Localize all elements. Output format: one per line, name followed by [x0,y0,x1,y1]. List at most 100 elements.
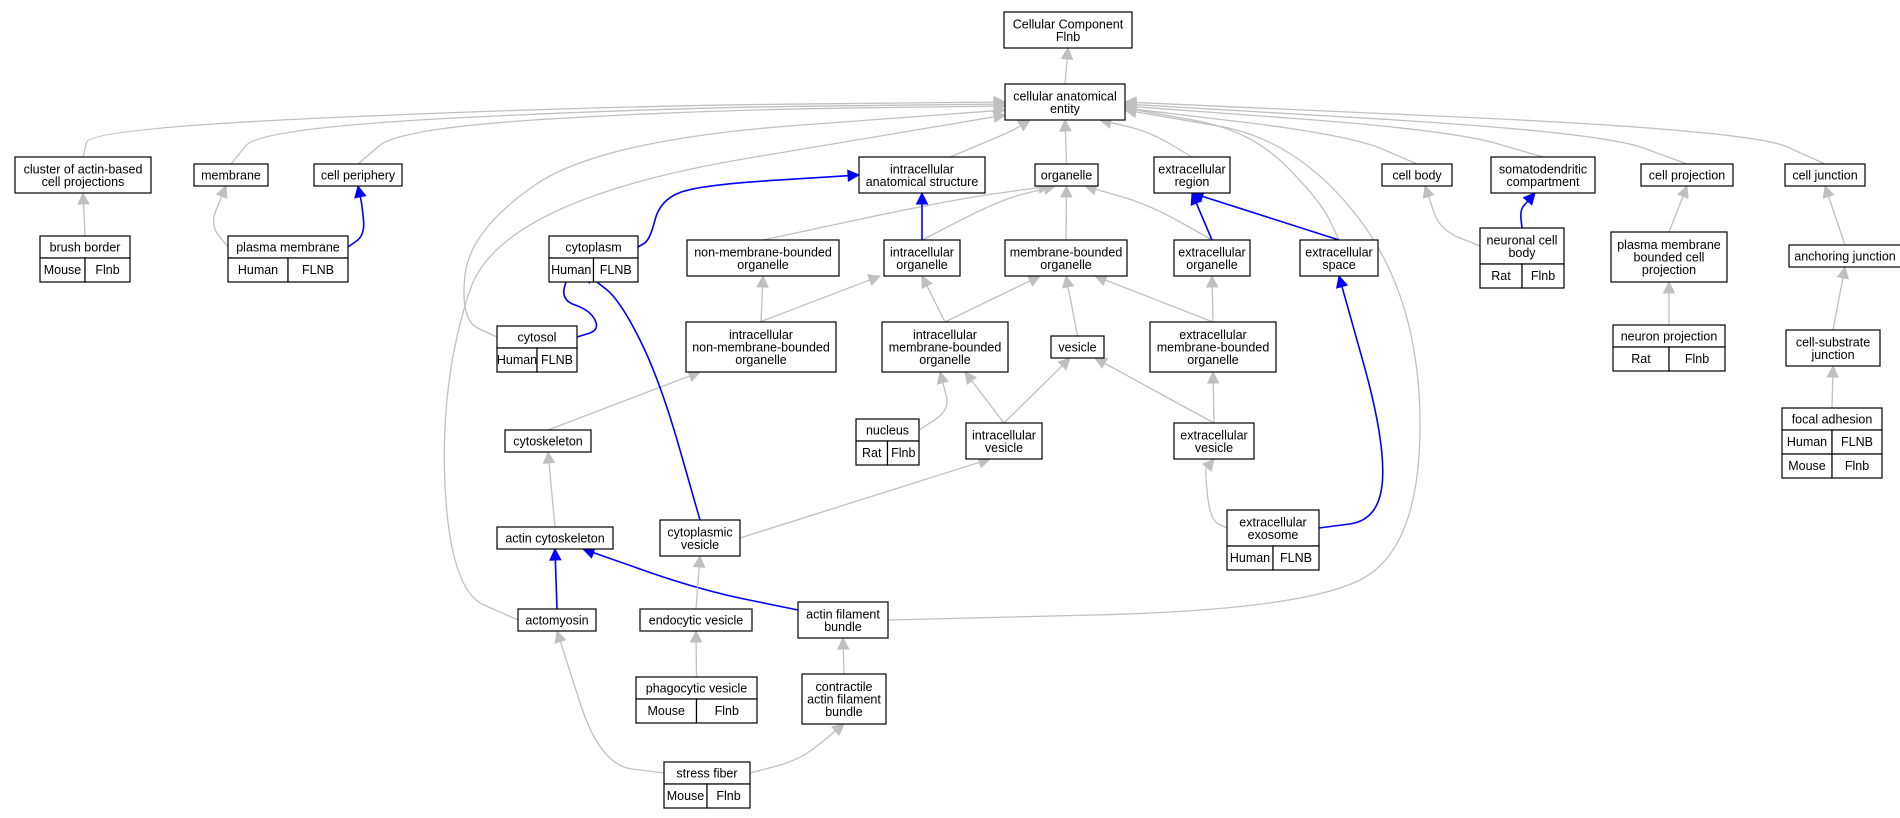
species-label: Human [1787,435,1827,449]
node-organelle[interactable]: organelle [1035,164,1098,186]
node-label: organelle [896,258,947,272]
gene-label: Flnb [95,263,119,277]
node-label: phagocytic vesicle [646,682,747,696]
node-label: brush border [50,241,121,255]
node-label: anatomical structure [866,175,979,189]
node-celljunc[interactable]: cell junction [1785,164,1865,186]
node-cellproj[interactable]: cell projection [1641,164,1733,186]
arrowhead-icon [217,186,227,198]
node-actincyto[interactable]: actin cytoskeleton [497,527,613,549]
edge-intves-to-imbo [972,381,1004,423]
node-label: junction [1810,348,1854,362]
node-vesicle[interactable]: vesicle [1051,336,1104,358]
node-label: vesicle [681,538,719,552]
node-label: focal adhesion [1792,413,1873,427]
edge-nucleus-to-imbo [919,383,947,430]
node-actomyosin[interactable]: actomyosin [518,609,596,631]
edge-inmbo-to-nmbo [761,287,763,322]
edge-cytoves-to-intves [740,462,980,538]
node-endoves[interactable]: endocytic vesicle [640,609,752,631]
edge-exosome-to-exves [1206,468,1227,528]
edge-afb-to-actincyto [593,553,798,610]
edge-ias-to-cae [950,126,1021,157]
node-label: vesicle [1195,441,1233,455]
gene-label: FLNB [1280,551,1312,565]
gene-label: FLNB [600,263,632,277]
node-label: compartment [1507,175,1580,189]
edge-anchor-to-celljunc [1829,196,1845,245]
edge-exves-to-embo [1213,383,1214,423]
arrowhead-icon [1838,267,1849,279]
arrowhead-icon [355,186,366,198]
node-label: plasma membrane [236,241,340,255]
node-label: cell periphery [321,169,396,183]
node-membrane[interactable]: membrane [194,164,268,186]
edge-cae-to-cc [1065,59,1067,84]
node-periphery[interactable]: cell periphery [314,164,402,186]
edge-cytoplasm-to-ias [638,176,848,247]
arrowhead-icon [1423,186,1433,198]
node-anchor[interactable]: anchoring junction [1789,245,1900,267]
node-cytoskel[interactable]: cytoskeleton [505,430,591,452]
node-inmbo[interactable]: intracellularnon-membrane-boundedorganel… [686,322,836,372]
node-label: endocytic vesicle [649,614,744,628]
arrowhead-icon [868,275,880,285]
arrowhead-icon [1061,186,1072,197]
arrowhead-icon [555,631,565,643]
arrowhead-icon [691,631,702,642]
species-label: Rat [862,446,882,460]
gene-label: Flnb [891,446,915,460]
edge-cafb-to-afb [843,649,844,674]
arrowhead-icon [544,452,555,463]
edge-actincyto-to-cytoskel [549,463,555,527]
node-cellbody[interactable]: cell body [1382,164,1452,186]
edge-cytoskel-to-inmbo [548,376,690,430]
node-label: cell junction [1792,169,1857,183]
edge-pmbcp-to-cellproj [1669,196,1683,232]
edge-nmbo-to-organelle [763,188,1039,240]
node-label: organelle [735,353,786,367]
species-label: Mouse [647,704,685,718]
edge-membrane-to-cae [231,104,994,164]
node-label: organelle [1187,353,1238,367]
edge-focal-to-csj [1832,377,1833,408]
node-label: cytosol [518,331,557,345]
species-label: Human [497,353,537,367]
arrowhead-icon [78,193,89,204]
edge-intorg-to-organelle [922,189,1044,240]
node-label: projection [1642,263,1696,277]
node-label: neuron projection [1621,330,1718,344]
gene-label: FLNB [1841,435,1873,449]
